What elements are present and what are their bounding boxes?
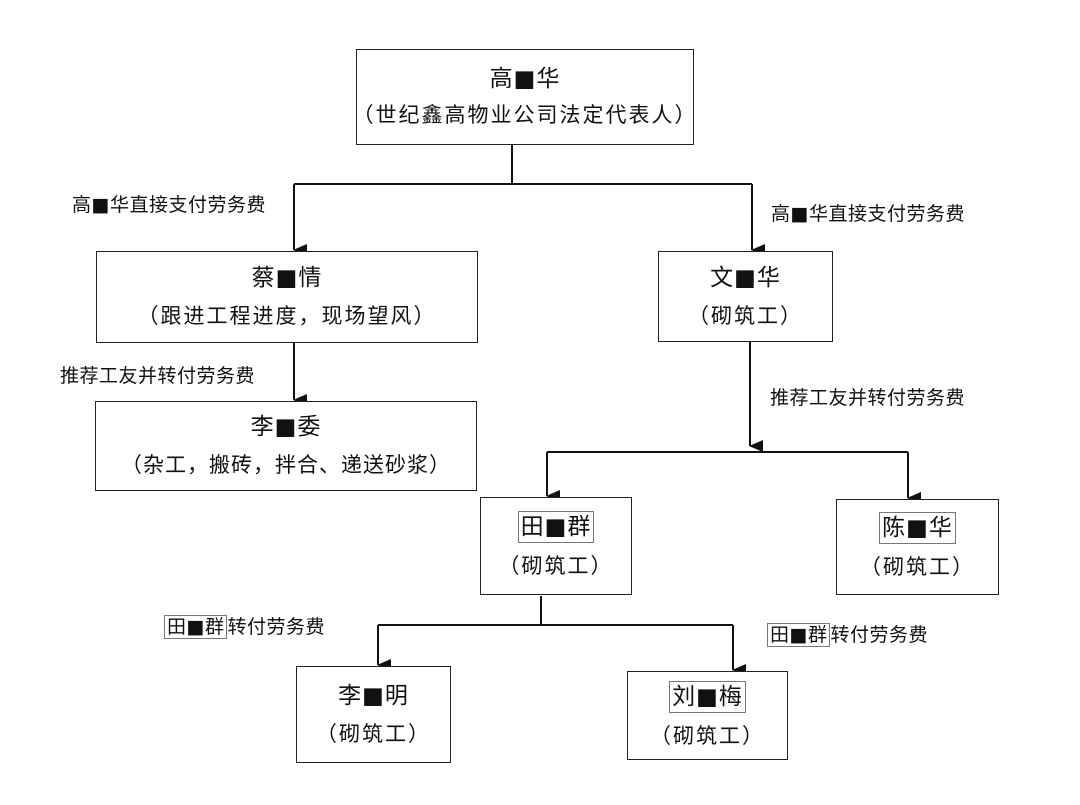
edge-label-root-to-wen: 高■华直接支付劳务费 (771, 203, 965, 225)
node-li-wei: 李■委 （杂工，搬砖，拌合、递送砂浆） (95, 401, 477, 491)
node-li-wei-role: （杂工，搬砖，拌合、递送砂浆） (121, 453, 451, 477)
node-cai-name: 蔡■情 (251, 265, 323, 291)
node-li-ming-role: （砌筑工） (316, 721, 431, 746)
edge-label-tian-to-liu-text: 转付劳务费 (830, 624, 928, 646)
node-li-ming: 李■明 （砌筑工） (296, 666, 451, 763)
node-root: 高■华 （世纪鑫高物业公司法定代表人） (353, 49, 696, 145)
node-liu-role: （砌筑工） (650, 723, 765, 748)
node-li-ming-name: 李■明 (338, 682, 409, 709)
edge-label-tian-to-li-ming-name: 田■群 (164, 615, 228, 639)
node-chen-name: 陈■华 (879, 512, 956, 544)
edge-label-tian-to-li-ming-text: 转付劳务费 (227, 616, 325, 638)
node-tian: 田■群 （砌筑工） (480, 497, 632, 595)
node-root-name: 高■华 (489, 66, 561, 92)
edge-label-wen-to-team: 推荐工友并转付劳务费 (770, 387, 966, 409)
node-cai-role: （跟进工程进度，现场望风） (137, 304, 437, 328)
node-root-role: （世纪鑫高物业公司法定代表人） (352, 103, 698, 127)
node-tian-role: （砌筑工） (498, 554, 614, 578)
node-wen-name: 文■华 (710, 264, 781, 291)
edge-label-tian-to-liu-name: 田■群 (767, 623, 831, 647)
node-li-wei-name: 李■委 (250, 414, 322, 440)
node-chen-role: （砌筑工） (860, 555, 975, 579)
node-chen: 陈■华 （砌筑工） (836, 499, 999, 595)
node-wen-role: （砌筑工） (688, 303, 803, 328)
edge-label-cai-to-li: 推荐工友并转付劳务费 (60, 365, 256, 387)
node-liu-name: 刘■梅 (669, 680, 746, 713)
node-liu: 刘■梅 （砌筑工） (627, 671, 788, 760)
node-cai: 蔡■情 （跟进工程进度，现场望风） (96, 251, 478, 343)
node-tian-name: 田■群 (517, 511, 595, 543)
edge-label-tian-to-li-ming: 田■群转付劳务费 (164, 615, 325, 639)
node-wen: 文■华 （砌筑工） (658, 251, 833, 342)
edge-label-tian-to-liu: 田■群转付劳务费 (767, 623, 928, 647)
edge-label-root-to-cai: 高■华直接支付劳务费 (72, 194, 266, 216)
